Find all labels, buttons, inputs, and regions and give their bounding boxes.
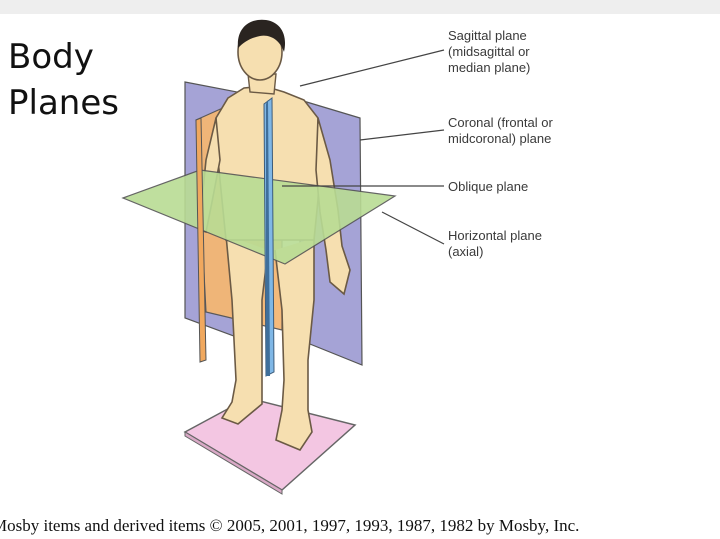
floor-plate-edge <box>184 431 283 495</box>
sagittal-plane-label: Sagittal plane (midsagittal or median pl… <box>448 28 531 75</box>
horizontal-plane <box>121 169 397 265</box>
body-legs <box>220 234 315 451</box>
oblique-plane-label: Oblique plane <box>448 179 529 194</box>
coronal-leader <box>359 129 445 141</box>
slide-title: Body Planes <box>8 34 119 126</box>
horizontal-leader <box>381 211 445 245</box>
top-band <box>0 0 720 14</box>
horizontal-plane-label: Horizontal plane (axial) <box>448 228 542 259</box>
sagittal-leader <box>299 49 445 87</box>
sagittal-plane-edge <box>266 100 270 376</box>
title-line-1: Body <box>8 37 94 77</box>
oblique-plane-edge <box>195 117 207 363</box>
floor-plate <box>183 397 357 491</box>
copyright-credit: Mosby items and derived items © 2005, 20… <box>0 516 580 535</box>
title-line-2: Planes <box>8 83 119 123</box>
body-hair <box>237 19 286 52</box>
coronal-plane-label: Coronal (frontal or midcoronal) plane <box>448 115 553 146</box>
